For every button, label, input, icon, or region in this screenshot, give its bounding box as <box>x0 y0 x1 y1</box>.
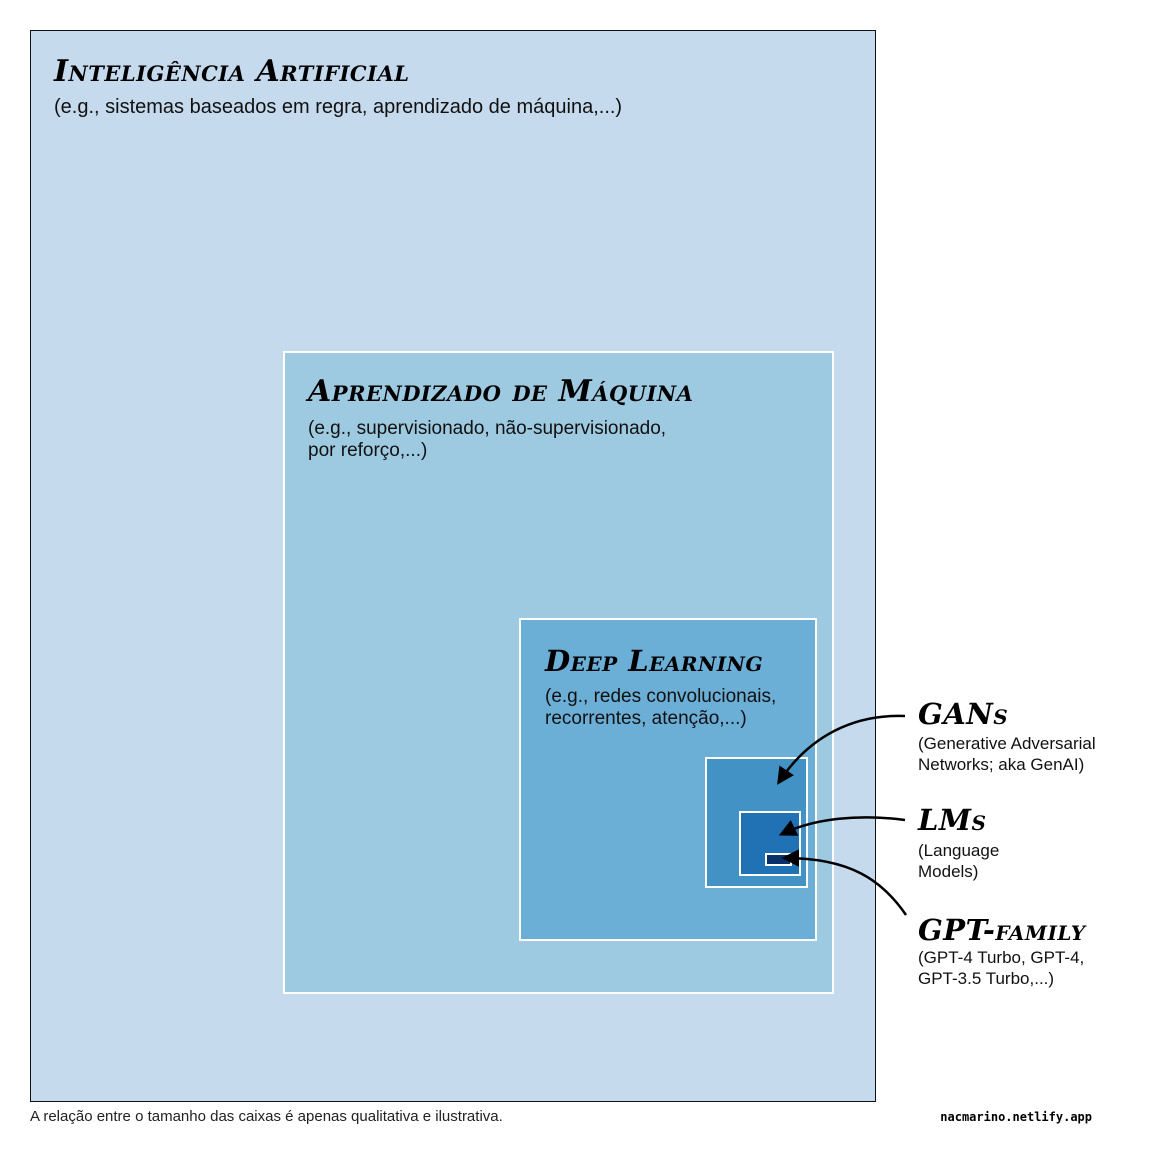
gpt-desc-line2: GPT-3.5 Turbo,...) <box>918 969 1055 988</box>
ml-desc-line1: (e.g., supervisionado, não-supervisionad… <box>308 418 667 439</box>
ai-title: Inteligência Artificial <box>54 54 410 89</box>
gpt-arrow <box>781 849 908 916</box>
dl-desc-line2: recorrentes, atenção,...) <box>545 708 747 729</box>
dl-title: Deep Learning <box>545 644 764 678</box>
gpt-title: GPT-family <box>918 913 1086 947</box>
ml-title: Aprendizado de Máquina <box>308 374 694 409</box>
lms-title: LMs <box>918 803 987 837</box>
gans-desc-line2: Networks; aka GenAI) <box>918 755 1085 774</box>
dl-desc-line1: (e.g., redes convolucionais, <box>545 686 777 707</box>
credit: nacmarino.netlify.app <box>940 1110 1092 1124</box>
gpt-desc-line1: (GPT-4 Turbo, GPT-4, <box>918 948 1085 967</box>
lms-arrow <box>778 816 906 836</box>
gans-desc-line1: (Generative Adversarial <box>918 734 1096 753</box>
lms-desc-line2: Models) <box>918 862 979 881</box>
footnote: A relação entre o tamanho das caixas é a… <box>30 1108 503 1125</box>
gans-title: GANs <box>918 697 1009 731</box>
lms-desc-line1: (Language <box>918 841 1000 860</box>
ai-desc: (e.g., sistemas baseados em regra, apren… <box>54 96 623 118</box>
gans-arrow <box>777 714 906 785</box>
ml-desc-line2: por reforço,...) <box>308 440 428 461</box>
